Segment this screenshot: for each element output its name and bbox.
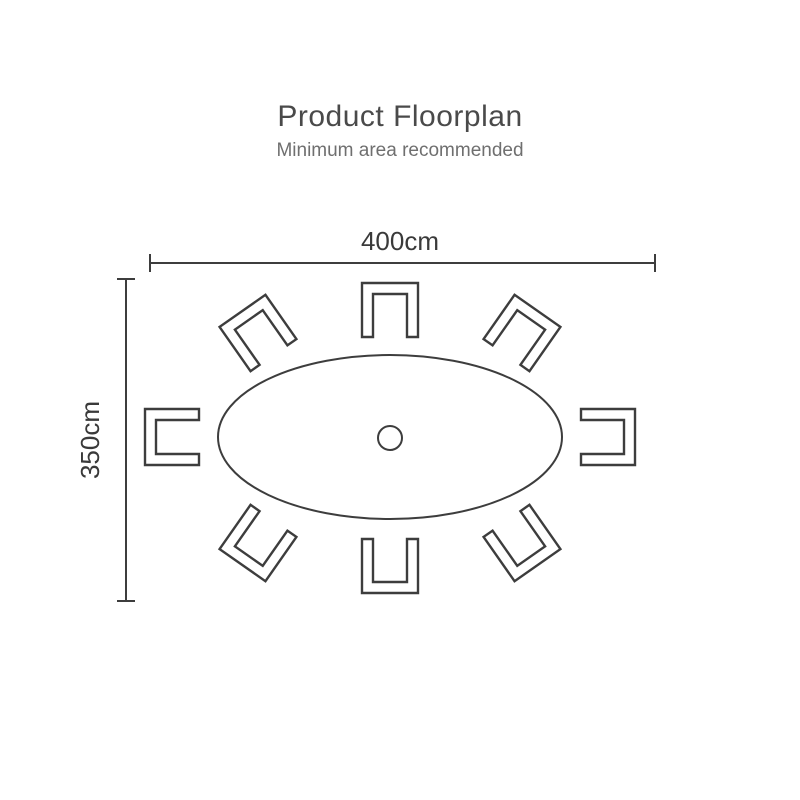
height-dimension-line xyxy=(117,278,135,602)
chair-top-left xyxy=(218,293,298,373)
chair-left xyxy=(143,407,201,467)
chair-top-center xyxy=(360,281,420,339)
chair-bottom-left xyxy=(218,503,298,583)
width-dimension-label: 400cm xyxy=(361,226,439,256)
chair-bottom-right xyxy=(482,503,562,583)
page-title: Product Floorplan xyxy=(277,100,523,133)
width-dimension-line xyxy=(149,254,656,272)
height-dimension-label: 350cm xyxy=(75,401,105,479)
page-subtitle: Minimum area recommended xyxy=(276,140,524,161)
chair-bottom-center xyxy=(360,537,420,595)
chair-top-right xyxy=(482,293,562,373)
chair-right xyxy=(579,407,637,467)
parasol-hole xyxy=(377,425,403,451)
